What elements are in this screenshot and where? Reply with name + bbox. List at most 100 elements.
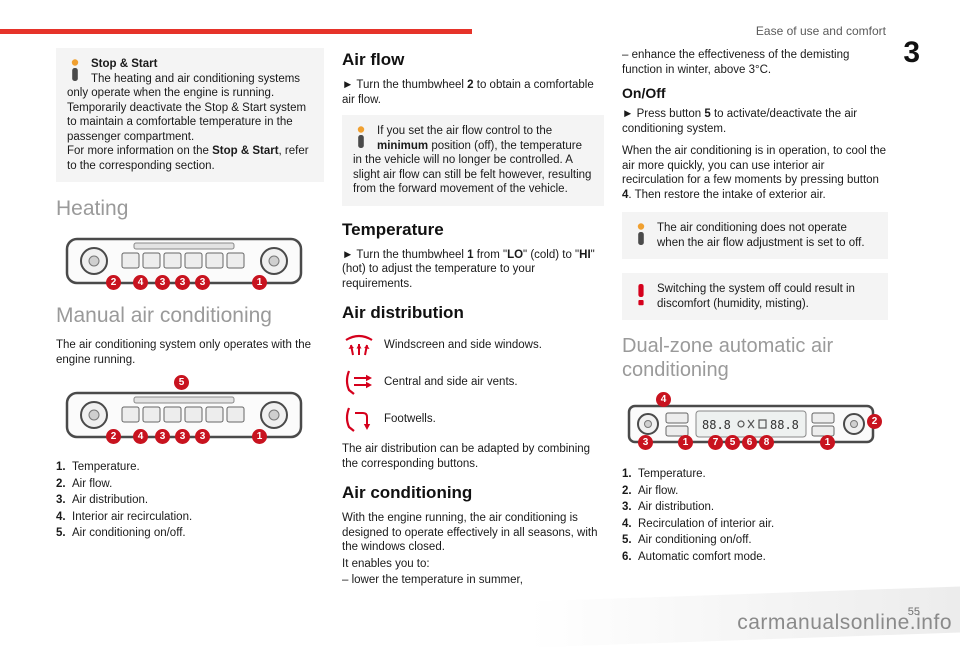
list-text: Interior air recirculation. bbox=[72, 510, 193, 523]
column-middle: Air flow ► Turn the thumbwheel 2 to obta… bbox=[342, 48, 604, 596]
list-number: 3. bbox=[56, 494, 66, 506]
text-segment: from " bbox=[473, 248, 508, 261]
text-segment: " (hot) to adjust the temperature to you… bbox=[342, 248, 595, 290]
list-item: 2. Air flow. bbox=[56, 476, 324, 493]
list-text: Air flow. bbox=[638, 484, 679, 497]
list-text: Air distribution. bbox=[72, 494, 149, 506]
text-segment: ► Turn the thumbwheel bbox=[342, 79, 468, 91]
text-segment-bold: minimum bbox=[377, 139, 429, 152]
callout-badge: 1 bbox=[252, 275, 267, 290]
list-number: 4. bbox=[56, 510, 66, 523]
list-item: 3.Air distribution. bbox=[622, 499, 888, 516]
text-segment: If you set the air flow control to the bbox=[377, 125, 553, 137]
dist-label: Footwells. bbox=[384, 413, 436, 425]
page-number: 55 bbox=[907, 606, 920, 618]
dist-label: Central and side air vents. bbox=[384, 376, 518, 388]
air-distribution-heading: Air distribution bbox=[342, 303, 464, 322]
windscreen-demist-icon bbox=[345, 334, 373, 356]
on-off-heading: On/Off bbox=[622, 85, 666, 101]
list-item: 1.Temperature. bbox=[622, 466, 888, 483]
heating-control-panel-image: 2 4 3 3 3 1 bbox=[56, 231, 324, 293]
list-text: Recirculation of interior air. bbox=[638, 517, 775, 530]
callout-badge: 4 bbox=[133, 275, 148, 290]
ac-enables: It enables you to: bbox=[342, 557, 430, 570]
list-number: 1. bbox=[56, 461, 66, 473]
air-flow-heading: Air flow bbox=[342, 50, 405, 69]
chapter-title: Ease of use and comfort bbox=[755, 24, 886, 38]
dual-zone-control-panel-image: 4 88.8 88.8 3 1 7 5 6 8 1 2 bbox=[622, 392, 888, 456]
list-text: Air flow. bbox=[72, 477, 113, 490]
callout-badge: 5 bbox=[725, 435, 740, 450]
list-number: 6. bbox=[622, 550, 632, 563]
manual-ac-heading: Manual air conditioning bbox=[56, 304, 272, 327]
dual-zone-legend-list: 1.Temperature. 2.Air flow. 3.Air distrib… bbox=[622, 466, 888, 565]
on-off-paragraph-1: ► Press button 5 to activate/deactivate … bbox=[622, 107, 888, 136]
callout-badge: 3 bbox=[175, 429, 190, 444]
callout-badge: 2 bbox=[106, 429, 121, 444]
info-box-text: The air conditioning does not operate wh… bbox=[657, 222, 865, 249]
list-item: 5. Air conditioning on/off. bbox=[56, 525, 324, 542]
list-number: 2. bbox=[56, 477, 66, 490]
text-segment-bold: 2 bbox=[467, 79, 474, 91]
footwell-icon bbox=[345, 407, 371, 432]
ac-bullet-lower-temp: – lower the temperature in summer, bbox=[342, 574, 523, 586]
heating-heading: Heating bbox=[56, 197, 129, 220]
left-temp-display: 88.8 bbox=[702, 418, 731, 432]
dist-row-vents: Central and side air vents. bbox=[342, 368, 604, 396]
list-item: 6. Automatic comfort mode. bbox=[622, 549, 888, 566]
text-segment: . Then restore the intake of exterior ai… bbox=[628, 188, 826, 201]
callout-badge: 4 bbox=[133, 429, 148, 444]
info-box-body: The heating and air conditioning systems… bbox=[67, 72, 307, 143]
manual-ac-legend-list: 1. Temperature. 2. Air flow. 3. Air distrib… bbox=[56, 459, 324, 542]
dist-row-windscreen: Windscreen and side windows. bbox=[342, 331, 604, 359]
stop-start-info-box: Stop & Start The heating and air conditi… bbox=[56, 48, 324, 182]
chapter-number: 3 bbox=[903, 36, 920, 69]
list-item: 3. Air distribution. bbox=[56, 492, 324, 509]
air-flow-info-box: If you set the air flow control to the m… bbox=[342, 115, 604, 206]
ac-paragraph: With the engine running, the air conditi… bbox=[342, 512, 598, 553]
callout-badge: 3 bbox=[638, 435, 653, 450]
on-off-paragraph-2: When the air conditioning is in operatio… bbox=[622, 144, 888, 202]
text-segment: to activate/deactivate the air condition… bbox=[622, 108, 858, 135]
text-segment: " (cold) to " bbox=[523, 248, 580, 261]
text-segment-bold: 4 bbox=[622, 188, 629, 201]
list-text: Air conditioning on/off. bbox=[638, 534, 752, 546]
callout-badge: 3 bbox=[175, 275, 190, 290]
list-number: 1. bbox=[622, 468, 632, 480]
callout-badge: 3 bbox=[195, 275, 210, 290]
callout-badge: 4 bbox=[656, 392, 671, 407]
list-item: 4. Interior air recirculation. bbox=[56, 509, 324, 526]
callout-badge: 6 bbox=[742, 435, 757, 450]
callout-badge: 3 bbox=[195, 429, 210, 444]
dual-zone-heading: Dual-zone automatic air conditioning bbox=[622, 335, 834, 381]
dist-note: The air distribution can be adapted by c… bbox=[342, 443, 591, 470]
column-left: Stop & Start The heating and air conditi… bbox=[56, 48, 324, 542]
temperature-heading: Temperature bbox=[342, 219, 444, 239]
text-segment: ► Press button bbox=[622, 108, 705, 120]
right-temp-display: 88.8 bbox=[770, 418, 799, 432]
callout-badge: 3 bbox=[155, 275, 170, 290]
info-icon bbox=[637, 223, 645, 245]
list-item: 4. Recirculation of interior air. bbox=[622, 516, 888, 533]
central-vents-icon bbox=[345, 370, 372, 395]
heater-panel-drawing bbox=[65, 237, 303, 285]
callout-badge: 2 bbox=[106, 275, 121, 290]
dist-row-footwells: Footwells. bbox=[342, 405, 604, 433]
text-segment-bold: 1 bbox=[467, 248, 474, 261]
list-number: 4. bbox=[622, 517, 632, 530]
dist-label: Windscreen and side windows. bbox=[384, 339, 542, 351]
list-number: 5. bbox=[56, 527, 66, 539]
callout-badge: 1 bbox=[678, 435, 693, 450]
list-text: Air conditioning on/off. bbox=[72, 527, 186, 539]
info-icon bbox=[357, 126, 365, 148]
column-right: – enhance the effectiveness of the demis… bbox=[622, 48, 888, 565]
manual-ac-panel-drawing bbox=[65, 391, 303, 439]
ac-bullet-demisting: – enhance the effectiveness of the demis… bbox=[622, 49, 850, 76]
list-text: Automatic comfort mode. bbox=[638, 550, 766, 563]
list-item: 1. Temperature. bbox=[56, 459, 324, 476]
list-text: Temperature. bbox=[72, 461, 140, 473]
manual-ac-control-panel-image: 5 2 4 3 3 3 1 bbox=[56, 375, 324, 449]
warning-box-text: Switching the system off could result in… bbox=[657, 283, 855, 310]
callout-badge: 2 bbox=[867, 414, 882, 429]
text-segment: to obtain a comfortable air flow. bbox=[342, 79, 594, 106]
